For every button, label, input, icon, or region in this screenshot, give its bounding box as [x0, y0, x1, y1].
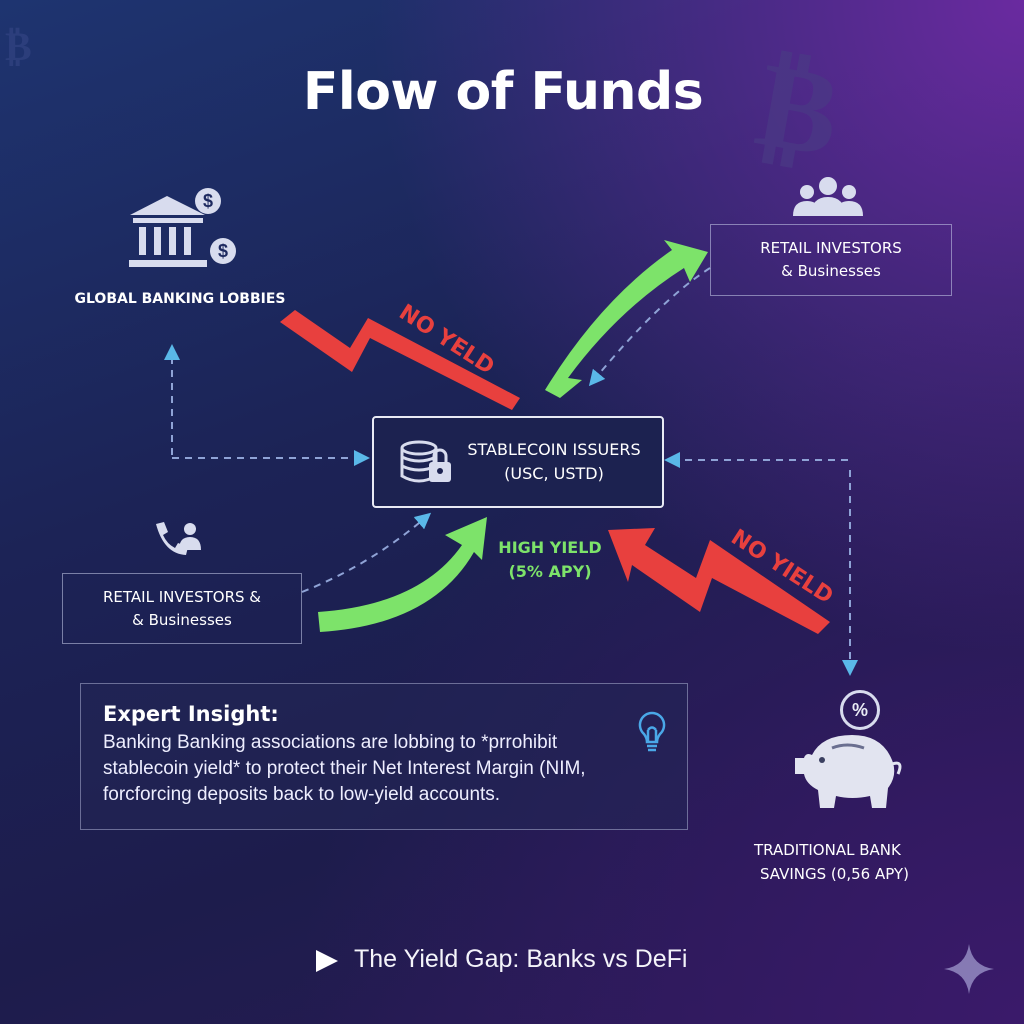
banking-lobbies-label: GLOBAL BANKING LOBBIES	[74, 291, 286, 307]
lightbulb-icon	[638, 711, 666, 752]
coins-lock-icon	[400, 440, 451, 483]
node-label: STABLECOIN ISSUERS	[467, 440, 641, 459]
high-yield-label: HIGH YIELD (5% APY)	[480, 536, 620, 584]
insight-heading: Expert Insight:	[103, 702, 279, 726]
insight-body: Banking Banking associations are lobbing…	[103, 732, 586, 805]
apy-text: (5% APY)	[508, 562, 592, 581]
people-icon	[793, 176, 863, 218]
page-title: Flow of Funds	[302, 62, 704, 122]
traditional-bank-label: TRADITIONAL BANK SAVINGS (0,56 APY)	[740, 838, 940, 886]
stablecoin-issuers-node[interactable]: STABLECOIN ISSUERS (USC, USTD)	[372, 416, 664, 508]
sparkle-icon	[944, 944, 994, 994]
percent-icon: %	[840, 690, 880, 730]
dollar-icon: $	[210, 238, 236, 264]
node-label: & Businesses	[781, 262, 881, 280]
retail-investors-left-node[interactable]: RETAIL INVESTORS & & Businesses	[62, 573, 302, 644]
dollar-icon: $	[195, 188, 221, 214]
piggy-bank-icon	[795, 735, 902, 808]
play-icon[interactable]	[314, 948, 340, 974]
node-label: SAVINGS (0,56 APY)	[760, 865, 909, 883]
bitcoin-icon: ₿	[5, 24, 32, 70]
bank-icon	[129, 196, 207, 267]
caption: The Yield Gap: Banks vs DeFi	[354, 945, 688, 973]
high-yield-text: HIGH YIELD	[498, 538, 602, 557]
green-flow-arrow	[318, 240, 708, 632]
node-label: RETAIL INVESTORS	[760, 239, 902, 257]
phone-user-icon	[156, 522, 201, 555]
node-label: TRADITIONAL BANK	[754, 841, 901, 859]
retail-investors-top-node[interactable]: RETAIL INVESTORS & Businesses	[710, 224, 952, 296]
node-label: (USC, USTD)	[504, 464, 604, 483]
node-label: RETAIL INVESTORS &	[103, 587, 261, 606]
red-no-yield-arrow	[280, 310, 830, 634]
node-label: & Businesses	[132, 610, 232, 629]
expert-insight-panel: Expert Insight: Banking Banking associat…	[80, 683, 688, 830]
dashed-connectors	[164, 267, 858, 676]
